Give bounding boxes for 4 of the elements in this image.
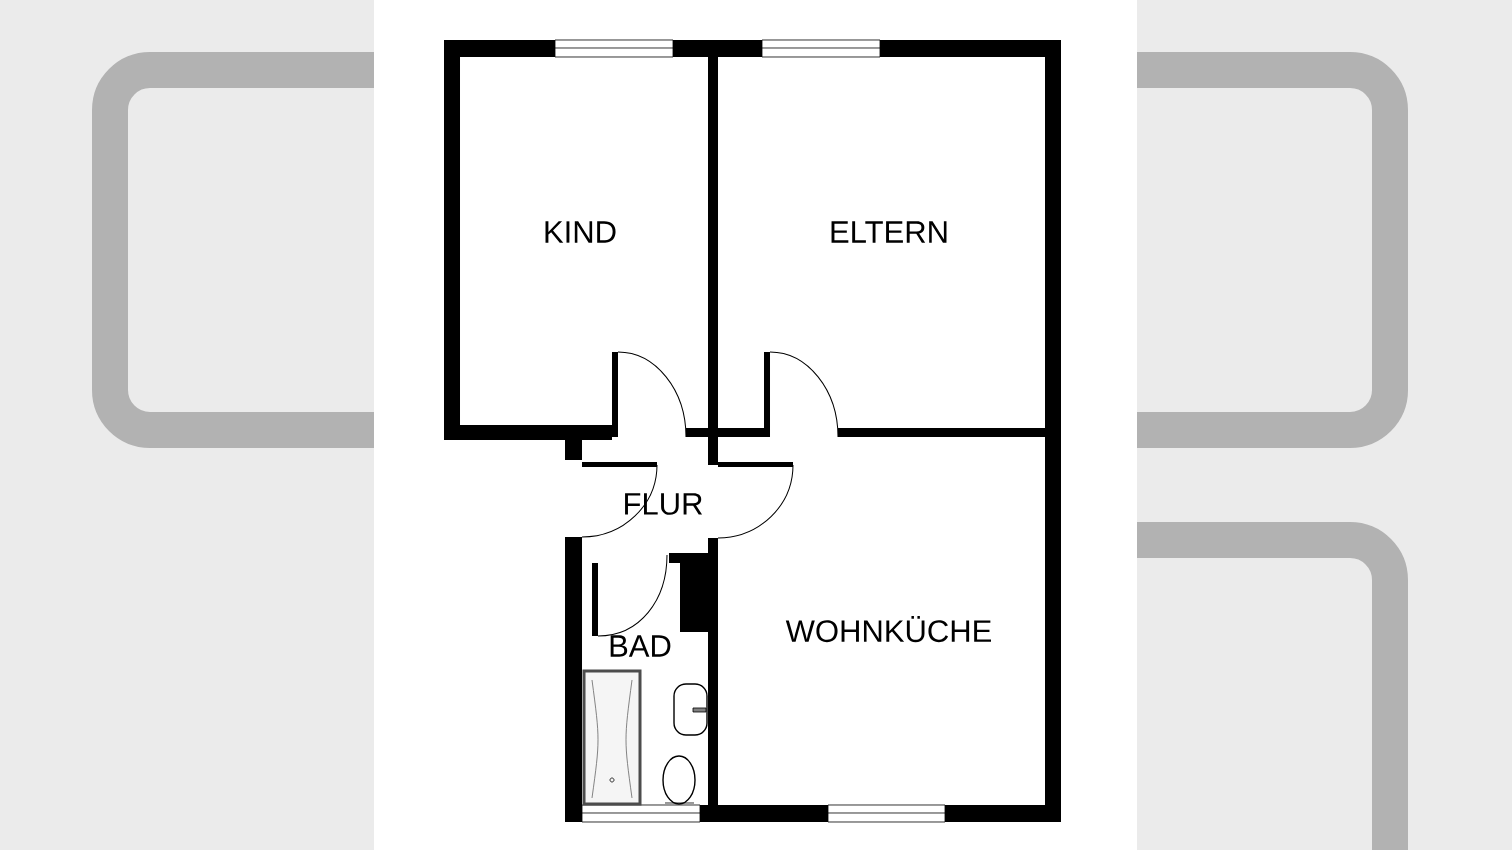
room-label: WOHNKÜCHE	[785, 615, 991, 643]
room-label: ELTERN	[831, 221, 947, 243]
room-label: BAD	[610, 635, 671, 657]
room-label: KIND	[545, 221, 616, 243]
